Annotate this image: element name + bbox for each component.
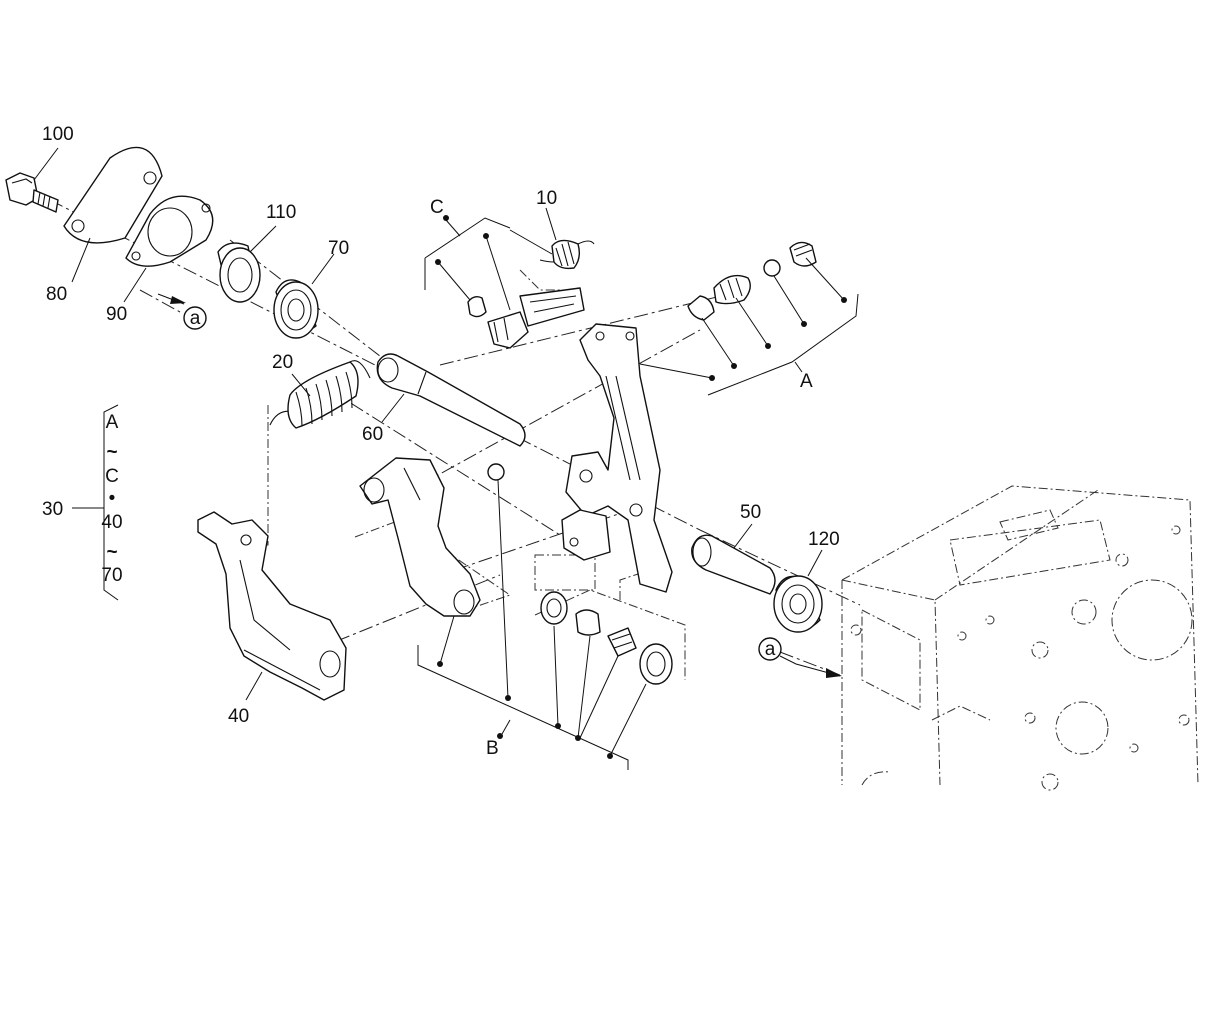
ref-a-bottom-label: a — [765, 639, 776, 660]
transmission-housing — [841, 485, 1199, 791]
label-100: 100 — [42, 124, 74, 145]
label-80: 80 — [46, 284, 67, 305]
label-110: 110 — [266, 202, 296, 223]
label-60: 60 — [362, 424, 383, 445]
ref-a-top-label: a — [190, 308, 201, 329]
legend-30-line2: ~ — [106, 442, 117, 463]
reference-marker-a-bottom: a — [758, 637, 842, 678]
label-20: 20 — [272, 352, 293, 373]
shaft-60 — [376, 353, 526, 447]
bushing-group-b — [540, 591, 673, 685]
latch-group-c — [467, 287, 585, 349]
label-120: 120 — [808, 529, 840, 550]
pin-50 — [691, 534, 776, 595]
label-40: 40 — [228, 706, 249, 727]
shift-fork-lever — [359, 457, 505, 617]
label-70-top: 70 — [328, 238, 349, 259]
label-90: 90 — [106, 304, 127, 325]
legend-30-line6: ~ — [106, 542, 117, 563]
label-group-a: A — [800, 371, 813, 392]
oil-seal-110 — [217, 242, 261, 303]
cover-plate-80 — [63, 146, 163, 244]
shift-lever-long — [561, 323, 673, 593]
legend-30-line5: 40 — [101, 512, 122, 533]
spring-20 — [269, 360, 371, 429]
label-group-c: C — [430, 197, 444, 218]
gasket-90 — [125, 195, 214, 267]
detent-group-a — [687, 241, 817, 321]
part-number-labels: 100 80 90 110 70 10 20 60 50 120 40 30 A… — [42, 124, 840, 759]
lever-40 — [197, 511, 347, 701]
legend-30-line7: 70 — [101, 565, 122, 586]
spring-10 — [539, 239, 595, 270]
label-group-b: B — [486, 738, 499, 759]
label-30: 30 — [42, 499, 63, 520]
bearing-120 — [773, 575, 823, 633]
bearing-70 — [273, 279, 319, 339]
label-50: 50 — [740, 502, 761, 523]
bolt-100 — [5, 172, 59, 213]
legend-group-30: A ~ C • 40 ~ 70 — [101, 412, 122, 586]
legend-30-line3: C — [105, 466, 119, 487]
legend-30-line4: • — [109, 488, 116, 509]
label-10: 10 — [536, 188, 557, 209]
legend-30-line1: A — [106, 412, 119, 433]
leader-lines — [33, 147, 847, 759]
group-brackets — [72, 215, 859, 770]
reference-marker-a-top: a — [157, 293, 207, 330]
